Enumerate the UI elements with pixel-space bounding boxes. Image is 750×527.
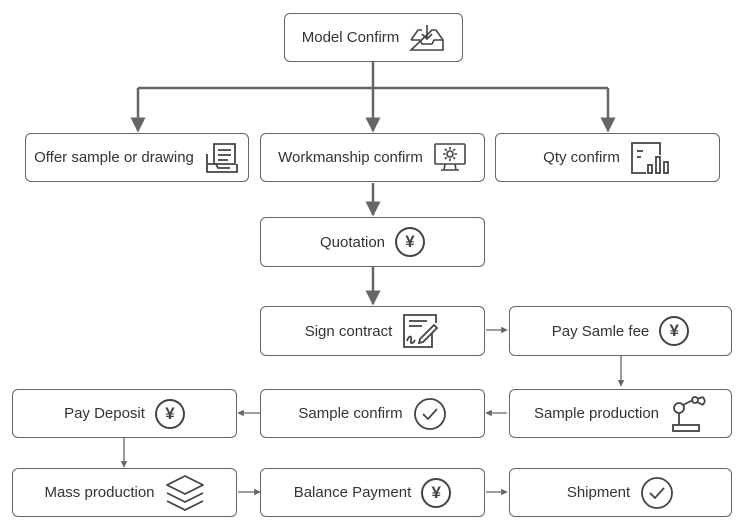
node-workmanship-confirm: Workmanship confirm bbox=[260, 133, 485, 182]
check-circle-icon bbox=[640, 476, 674, 510]
node-label: Shipment bbox=[566, 484, 631, 501]
node-sign-contract: Sign contract bbox=[260, 306, 485, 356]
node-shipment: Shipment bbox=[509, 468, 732, 517]
node-label: Quotation bbox=[319, 233, 386, 251]
inbox-download-icon bbox=[409, 24, 445, 52]
contract-signature-icon bbox=[402, 313, 440, 349]
node-label: Pay Deposit bbox=[64, 405, 145, 422]
node-label: Sample confirm bbox=[298, 405, 403, 422]
node-qty-confirm: Qty confirm bbox=[495, 133, 720, 182]
node-mass-production: Mass production bbox=[12, 468, 237, 517]
node-label: Balance Payment bbox=[293, 484, 412, 501]
node-sample-production: Sample production bbox=[509, 389, 732, 438]
node-label: Mass production bbox=[44, 484, 155, 501]
bar-chart-icon bbox=[630, 141, 672, 175]
node-pay-deposit: Pay Deposit ¥ bbox=[12, 389, 237, 438]
monitor-gear-icon bbox=[433, 142, 467, 174]
yen-icon: ¥ bbox=[659, 316, 690, 346]
layers-icon bbox=[165, 474, 205, 512]
node-sample-confirm: Sample confirm bbox=[260, 389, 485, 438]
node-label: Sample production bbox=[533, 405, 660, 422]
node-label: Workmanship confirm bbox=[278, 149, 423, 166]
yen-icon: ¥ bbox=[154, 398, 185, 429]
node-label: Sign contract bbox=[304, 322, 393, 340]
document-tray-icon bbox=[204, 142, 240, 174]
node-label: Pay Samle fee bbox=[551, 322, 650, 340]
yen-icon: ¥ bbox=[421, 477, 452, 508]
check-circle-icon bbox=[413, 397, 447, 431]
node-offer-sample: Offer sample or drawing bbox=[25, 133, 249, 182]
node-pay-sample-fee: Pay Samle fee ¥ bbox=[509, 306, 732, 356]
node-label: Offer sample or drawing bbox=[34, 149, 194, 166]
node-quotation: Quotation ¥ bbox=[260, 217, 485, 267]
robot-arm-icon bbox=[669, 395, 707, 433]
node-model-confirm: Model Confirm bbox=[284, 13, 463, 62]
node-label: Qty confirm bbox=[543, 149, 620, 166]
node-balance-payment: Balance Payment ¥ bbox=[260, 468, 485, 517]
node-label: Model Confirm bbox=[301, 29, 400, 46]
yen-icon: ¥ bbox=[395, 227, 426, 257]
